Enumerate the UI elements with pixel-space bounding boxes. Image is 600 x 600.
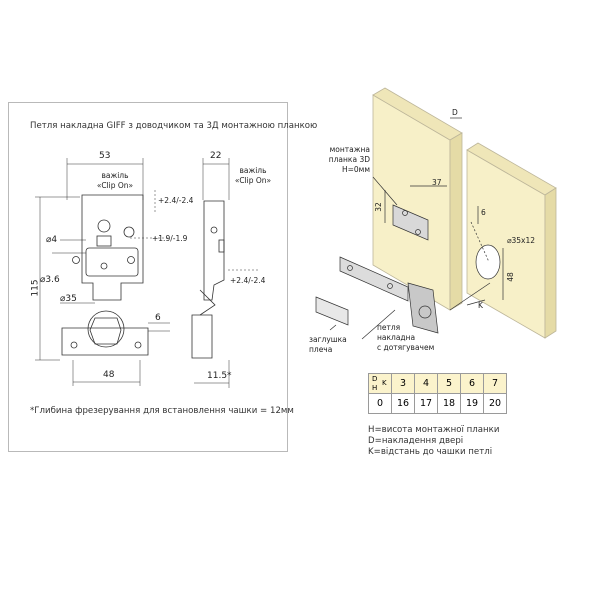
plate-label-3: H=0мм	[341, 165, 370, 174]
dim-hole-4: ⌀4	[46, 235, 58, 245]
side-link	[199, 289, 216, 316]
hinge-label-3: с дотягувачем	[377, 343, 435, 352]
table-h-0: 0	[368, 393, 392, 414]
side-cup	[191, 314, 213, 359]
mounting-plate	[85, 247, 139, 277]
base-hole-left	[70, 341, 78, 349]
plate-label-1: монтажна	[329, 145, 370, 154]
dim-32: 32	[373, 202, 383, 212]
legend-h: H=висота монтажної планки	[368, 425, 500, 435]
screw-top	[97, 219, 111, 233]
shoulder-cap-3d	[315, 296, 349, 326]
cup-diameter-value: 35	[65, 294, 77, 304]
cup-circle	[87, 310, 125, 348]
corner-h: H	[372, 384, 378, 392]
table-k-7: 7	[483, 373, 507, 394]
hinge-arm-3d	[339, 256, 409, 302]
hole-right	[127, 256, 135, 264]
corner-d: D	[372, 375, 378, 383]
cap-label-1: заглушка	[309, 335, 347, 344]
dim-37: 37	[432, 178, 442, 187]
dim-edge-6: 6	[155, 313, 161, 323]
dim-k: K	[478, 301, 483, 310]
cap-label-2: плеча	[309, 345, 333, 354]
dim-35x12: ⌀35x12	[507, 236, 536, 245]
adjust-depth: +2.4/-2.4	[230, 276, 266, 285]
slot	[96, 235, 112, 247]
cup-hole	[475, 244, 501, 280]
dim-hole-3-6: ⌀3.6	[40, 275, 60, 285]
table-d-20: 20	[483, 393, 507, 414]
drawing-title: Петля накладна GIFF з доводчиком та 3Д м…	[30, 121, 318, 131]
dim-48-right: 48	[505, 272, 515, 282]
adjust-vertical: +2.4/-2.4	[158, 196, 194, 205]
base-hole-right	[134, 341, 142, 349]
mounting-plate-3d	[392, 204, 429, 241]
front-arm-outline	[81, 194, 144, 301]
cabinet-side-panel	[372, 87, 463, 311]
dim-side-width: 22	[210, 151, 222, 161]
cup-base	[61, 327, 149, 356]
table-k-6: 6	[460, 373, 484, 394]
table-k-5: 5	[437, 373, 461, 394]
hinge-label-2: накладна	[377, 333, 416, 342]
lever-label-front: важіль	[101, 171, 129, 180]
table-d-16: 16	[391, 393, 415, 414]
side-arm	[203, 200, 225, 301]
milling-depth-note: *Глибина фрезерування для встановлення ч…	[30, 406, 294, 416]
legend: H=висота монтажної планки D=накладення д…	[368, 425, 499, 458]
table-d-18: 18	[437, 393, 461, 414]
legend-k: K=відстань до чашки петлі	[368, 447, 493, 457]
clip-on-label-side: «Clip On»	[234, 176, 272, 185]
legend-d: D=накладення двері	[368, 436, 464, 446]
hole-left	[72, 256, 80, 264]
door-panel	[466, 142, 557, 339]
dim-width-top: 53	[99, 151, 111, 161]
corner-k: K	[382, 379, 387, 387]
dim-6-right: 6	[481, 208, 486, 217]
adjust-horizontal: +1.9/-1.9	[152, 234, 188, 243]
adjust-screw	[123, 226, 135, 238]
hinge-cup-3d	[407, 282, 439, 334]
table-d-17: 17	[414, 393, 438, 414]
table-k-3: 3	[391, 373, 415, 394]
dim-side-bottom: 11.5*	[207, 371, 232, 381]
plate-label-2: планка 3D	[328, 155, 370, 164]
hole-4-value: 4	[51, 235, 58, 245]
technical-drawing-frame	[8, 102, 288, 452]
hinge-label-1: петля	[377, 323, 401, 332]
dim-bottom-width: 48	[103, 370, 115, 380]
table-d-19: 19	[460, 393, 484, 414]
cup-hex	[89, 317, 122, 345]
clip-on-label-front: «Clip On»	[96, 181, 134, 190]
dim-35x12-value: 35x12	[511, 236, 536, 245]
table-k-4: 4	[414, 373, 438, 394]
hole-36-value: 3.6	[45, 275, 60, 285]
overlay-table: D K H 3 4 5 6 7 0 16 17 18 19 20	[368, 373, 507, 414]
lever-label-side: важіль	[239, 166, 267, 175]
table-corner: D K H	[368, 373, 392, 394]
side-lever	[218, 239, 225, 253]
side-screw	[210, 226, 218, 234]
adjust-screw-2	[100, 262, 108, 270]
dim-d: D	[452, 108, 458, 117]
dim-cup-diameter: ⌀35	[60, 294, 77, 304]
